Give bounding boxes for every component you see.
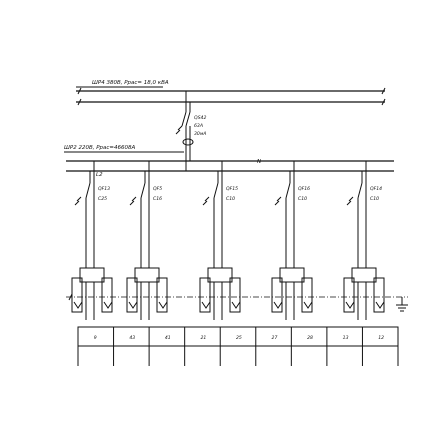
socket-right-icon [373, 277, 385, 313]
panel-sub-label: ШР2 220В, Pрас=46608A [64, 145, 136, 151]
breaker-trip-icon [346, 196, 354, 206]
panel-top-label: ШР4 380В, Pрас= 18,0 кВА [92, 80, 169, 86]
feeder-breaker-contact [140, 182, 146, 199]
terminal-block [351, 267, 377, 283]
feeder-breaker-contact [85, 182, 91, 199]
main-breaker-contact [181, 111, 187, 127]
feeder-breaker-id: QF14 [370, 186, 382, 192]
bus-tick-marks [77, 87, 386, 106]
pe-line-tick [68, 293, 73, 301]
breaker-trip-icon [175, 125, 183, 135]
feeder-breaker-contact [357, 182, 363, 199]
feeder-breaker-id: QF16 [298, 186, 310, 192]
main-breaker-leakage: 30мА [194, 131, 206, 137]
terminal-block [79, 267, 105, 283]
table-cell: 43 [129, 335, 135, 341]
breaker-trip-icon [74, 196, 82, 206]
feeder-breaker-contact [285, 182, 291, 199]
main-breaker-current: 63A [194, 123, 203, 129]
feeder-breaker-rating: C10 [226, 196, 235, 202]
table-cell: 25 [236, 335, 242, 341]
feeder-breaker-rating: C10 [370, 196, 379, 202]
socket-left-icon [271, 277, 283, 313]
table-cell: 9 [94, 335, 97, 341]
breaker-trip-icon [202, 196, 210, 206]
terminal-block [279, 267, 305, 283]
socket-pin-icon [128, 301, 168, 309]
feeder-breaker-id: QF13 [98, 186, 110, 192]
socket-right-icon [301, 277, 313, 313]
feeder-breaker-contact [213, 182, 219, 199]
main-breaker-contact-2 [185, 111, 191, 127]
table-cell: 21 [200, 335, 206, 341]
socket-right-icon [101, 277, 113, 313]
rcd-toroid-icon [182, 138, 194, 146]
main-breaker-id: QS42 [194, 115, 206, 121]
feeder-breaker-id: QF5 [153, 186, 162, 192]
feeder-breaker-rating: C25 [98, 196, 107, 202]
breaker-trip-icon [129, 196, 137, 206]
neutral-bus-label: N [257, 159, 261, 165]
table-cell: 12 [378, 335, 384, 341]
socket-pin-icon [73, 301, 113, 309]
feeder-breaker-id: QF15 [226, 186, 238, 192]
feeder-breaker-rating: C10 [298, 196, 307, 202]
socket-left-icon [343, 277, 355, 313]
terminal-block [207, 267, 233, 283]
circuit-number-table: 9 43 41 21 25 27 28 13 12 [77, 326, 399, 366]
socket-pin-icon [201, 301, 241, 309]
socket-pin-icon [345, 301, 385, 309]
terminal-block [134, 267, 160, 283]
feeder-breaker-rating: C16 [153, 196, 162, 202]
socket-left-icon [199, 277, 211, 313]
breaker-trip-icon [274, 196, 282, 206]
socket-right-icon [229, 277, 241, 313]
table-cell: 27 [272, 335, 278, 341]
socket-right-icon [156, 277, 168, 313]
table-cell: 41 [165, 335, 171, 341]
socket-left-icon [126, 277, 138, 313]
table-cell: 28 [307, 335, 313, 341]
phase-bus-label: L2 [96, 172, 103, 178]
table-cell: 13 [343, 335, 349, 341]
socket-pin-icon [273, 301, 313, 309]
